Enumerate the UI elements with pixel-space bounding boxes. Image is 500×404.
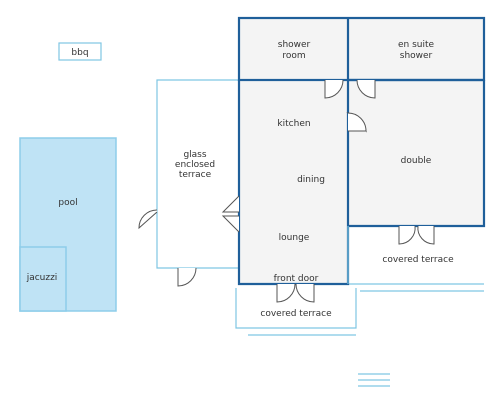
glass-terrace-label-3: terrace: [179, 170, 212, 180]
glass-terrace-outline: [156, 79, 238, 269]
bbq-box: [58, 42, 102, 61]
en-suite-label-1: en suite: [398, 40, 435, 50]
covered-terrace-right-label: covered terrace: [382, 255, 454, 265]
shower-room: [239, 18, 348, 80]
double-bedroom: [348, 80, 484, 226]
shower-room-label-1: shower: [278, 40, 311, 50]
pool-label: pool: [58, 198, 77, 208]
jacuzzi: [19, 246, 67, 312]
en-suite-label-2: shower: [400, 51, 433, 61]
lounge-label: lounge: [279, 233, 310, 243]
en-suite-shower: [348, 18, 484, 80]
kitchen-label: kitchen: [277, 119, 310, 129]
door-swing-icon: [138, 79, 435, 303]
glass-terrace-label-2: enclosed: [175, 160, 215, 170]
bbq-label: bbq: [71, 48, 88, 58]
shower-room-label-2: room: [282, 51, 305, 61]
living-area: [239, 80, 348, 284]
covered-terrace-left-label: covered terrace: [260, 309, 332, 319]
covered-terrace-left-outline: [235, 288, 357, 329]
dining-label: dining: [297, 175, 325, 185]
front-door-label: front door: [274, 274, 319, 284]
menu-lines-icon[interactable]: [358, 373, 390, 387]
double-label: double: [401, 156, 432, 166]
jacuzzi-label: jacuzzi: [26, 273, 58, 283]
glass-terrace-label-1: glass: [183, 150, 206, 160]
